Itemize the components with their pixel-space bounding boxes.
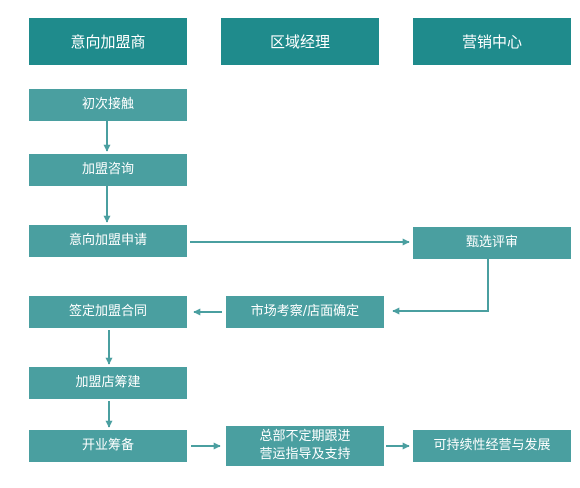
step-hq-support-line2: 营运指导及支持 — [259, 447, 351, 462]
step-screening-review: 甄选评审 — [413, 227, 571, 259]
step-sign-contract: 签定加盟合同 — [29, 296, 187, 328]
step-hq-support-line1: 总部不定期跟进 — [259, 429, 351, 444]
step-market-survey: 市场考察/店面确定 — [226, 296, 384, 328]
step-sustainable-development: 可持续性经营与发展 — [413, 430, 571, 462]
column-header-regional-manager: 区域经理 — [221, 18, 379, 65]
step-franchise-inquiry: 加盟咨询 — [29, 154, 187, 186]
step-initial-contact: 初次接触 — [29, 89, 187, 121]
step-opening-preparation: 开业筹备 — [29, 430, 187, 462]
step-franchise-application: 意向加盟申请 — [29, 225, 187, 257]
column-header-marketing-center: 营销中心 — [413, 18, 571, 65]
step-store-construction: 加盟店筹建 — [29, 367, 187, 399]
arrow-review-to-survey — [392, 259, 489, 315]
step-hq-support: 总部不定期跟进 营运指导及支持 — [226, 426, 384, 466]
column-header-franchisee: 意向加盟商 — [29, 18, 187, 65]
